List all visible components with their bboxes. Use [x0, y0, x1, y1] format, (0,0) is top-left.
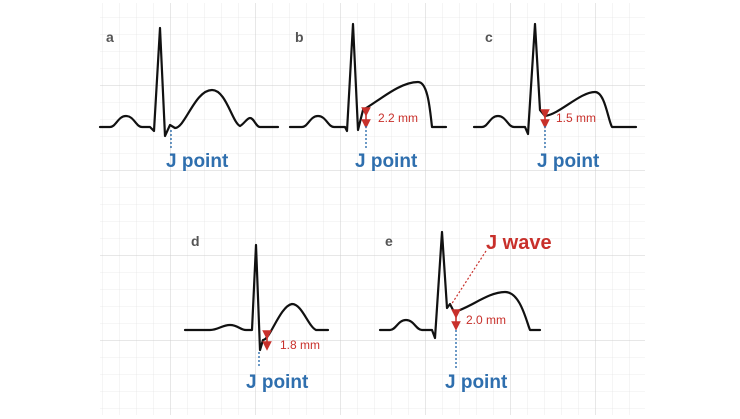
panel-letter-d: d: [191, 233, 200, 249]
panel-letter-c: c: [485, 29, 493, 45]
ecg-trace-d: [183, 243, 330, 352]
ecg-trace-b: [288, 22, 448, 133]
j-point-label-d: J point: [246, 372, 309, 393]
panel-letter-b: b: [295, 29, 304, 45]
panel-a: a J point: [98, 26, 280, 172]
j-wave-pointer: [450, 250, 487, 306]
panel-b: b 2.2 mm J point: [288, 22, 448, 172]
panel-e: e J wave 2.0 mm J point: [378, 230, 552, 393]
j-point-label-e: J point: [445, 372, 508, 393]
j-wave-label: J wave: [486, 232, 552, 254]
j-point-label-b: J point: [355, 151, 418, 172]
grid-background: [100, 3, 645, 415]
panel-d: d 1.8 mm J point: [183, 233, 330, 393]
ecg-trace-a: [98, 26, 280, 138]
panel-letter-e: e: [385, 233, 393, 249]
measure-label-b: 2.2 mm: [378, 111, 418, 125]
measure-label-e: 2.0 mm: [466, 313, 506, 327]
measure-label-d: 1.8 mm: [280, 338, 320, 352]
j-point-label-a: J point: [166, 151, 229, 172]
measure-label-c: 1.5 mm: [556, 111, 596, 125]
ecg-trace-e: [378, 230, 542, 340]
ecg-trace-c: [472, 22, 638, 136]
panel-c: c 1.5 mm J point: [472, 22, 638, 172]
panel-letter-a: a: [106, 29, 114, 45]
j-point-label-c: J point: [537, 151, 600, 172]
